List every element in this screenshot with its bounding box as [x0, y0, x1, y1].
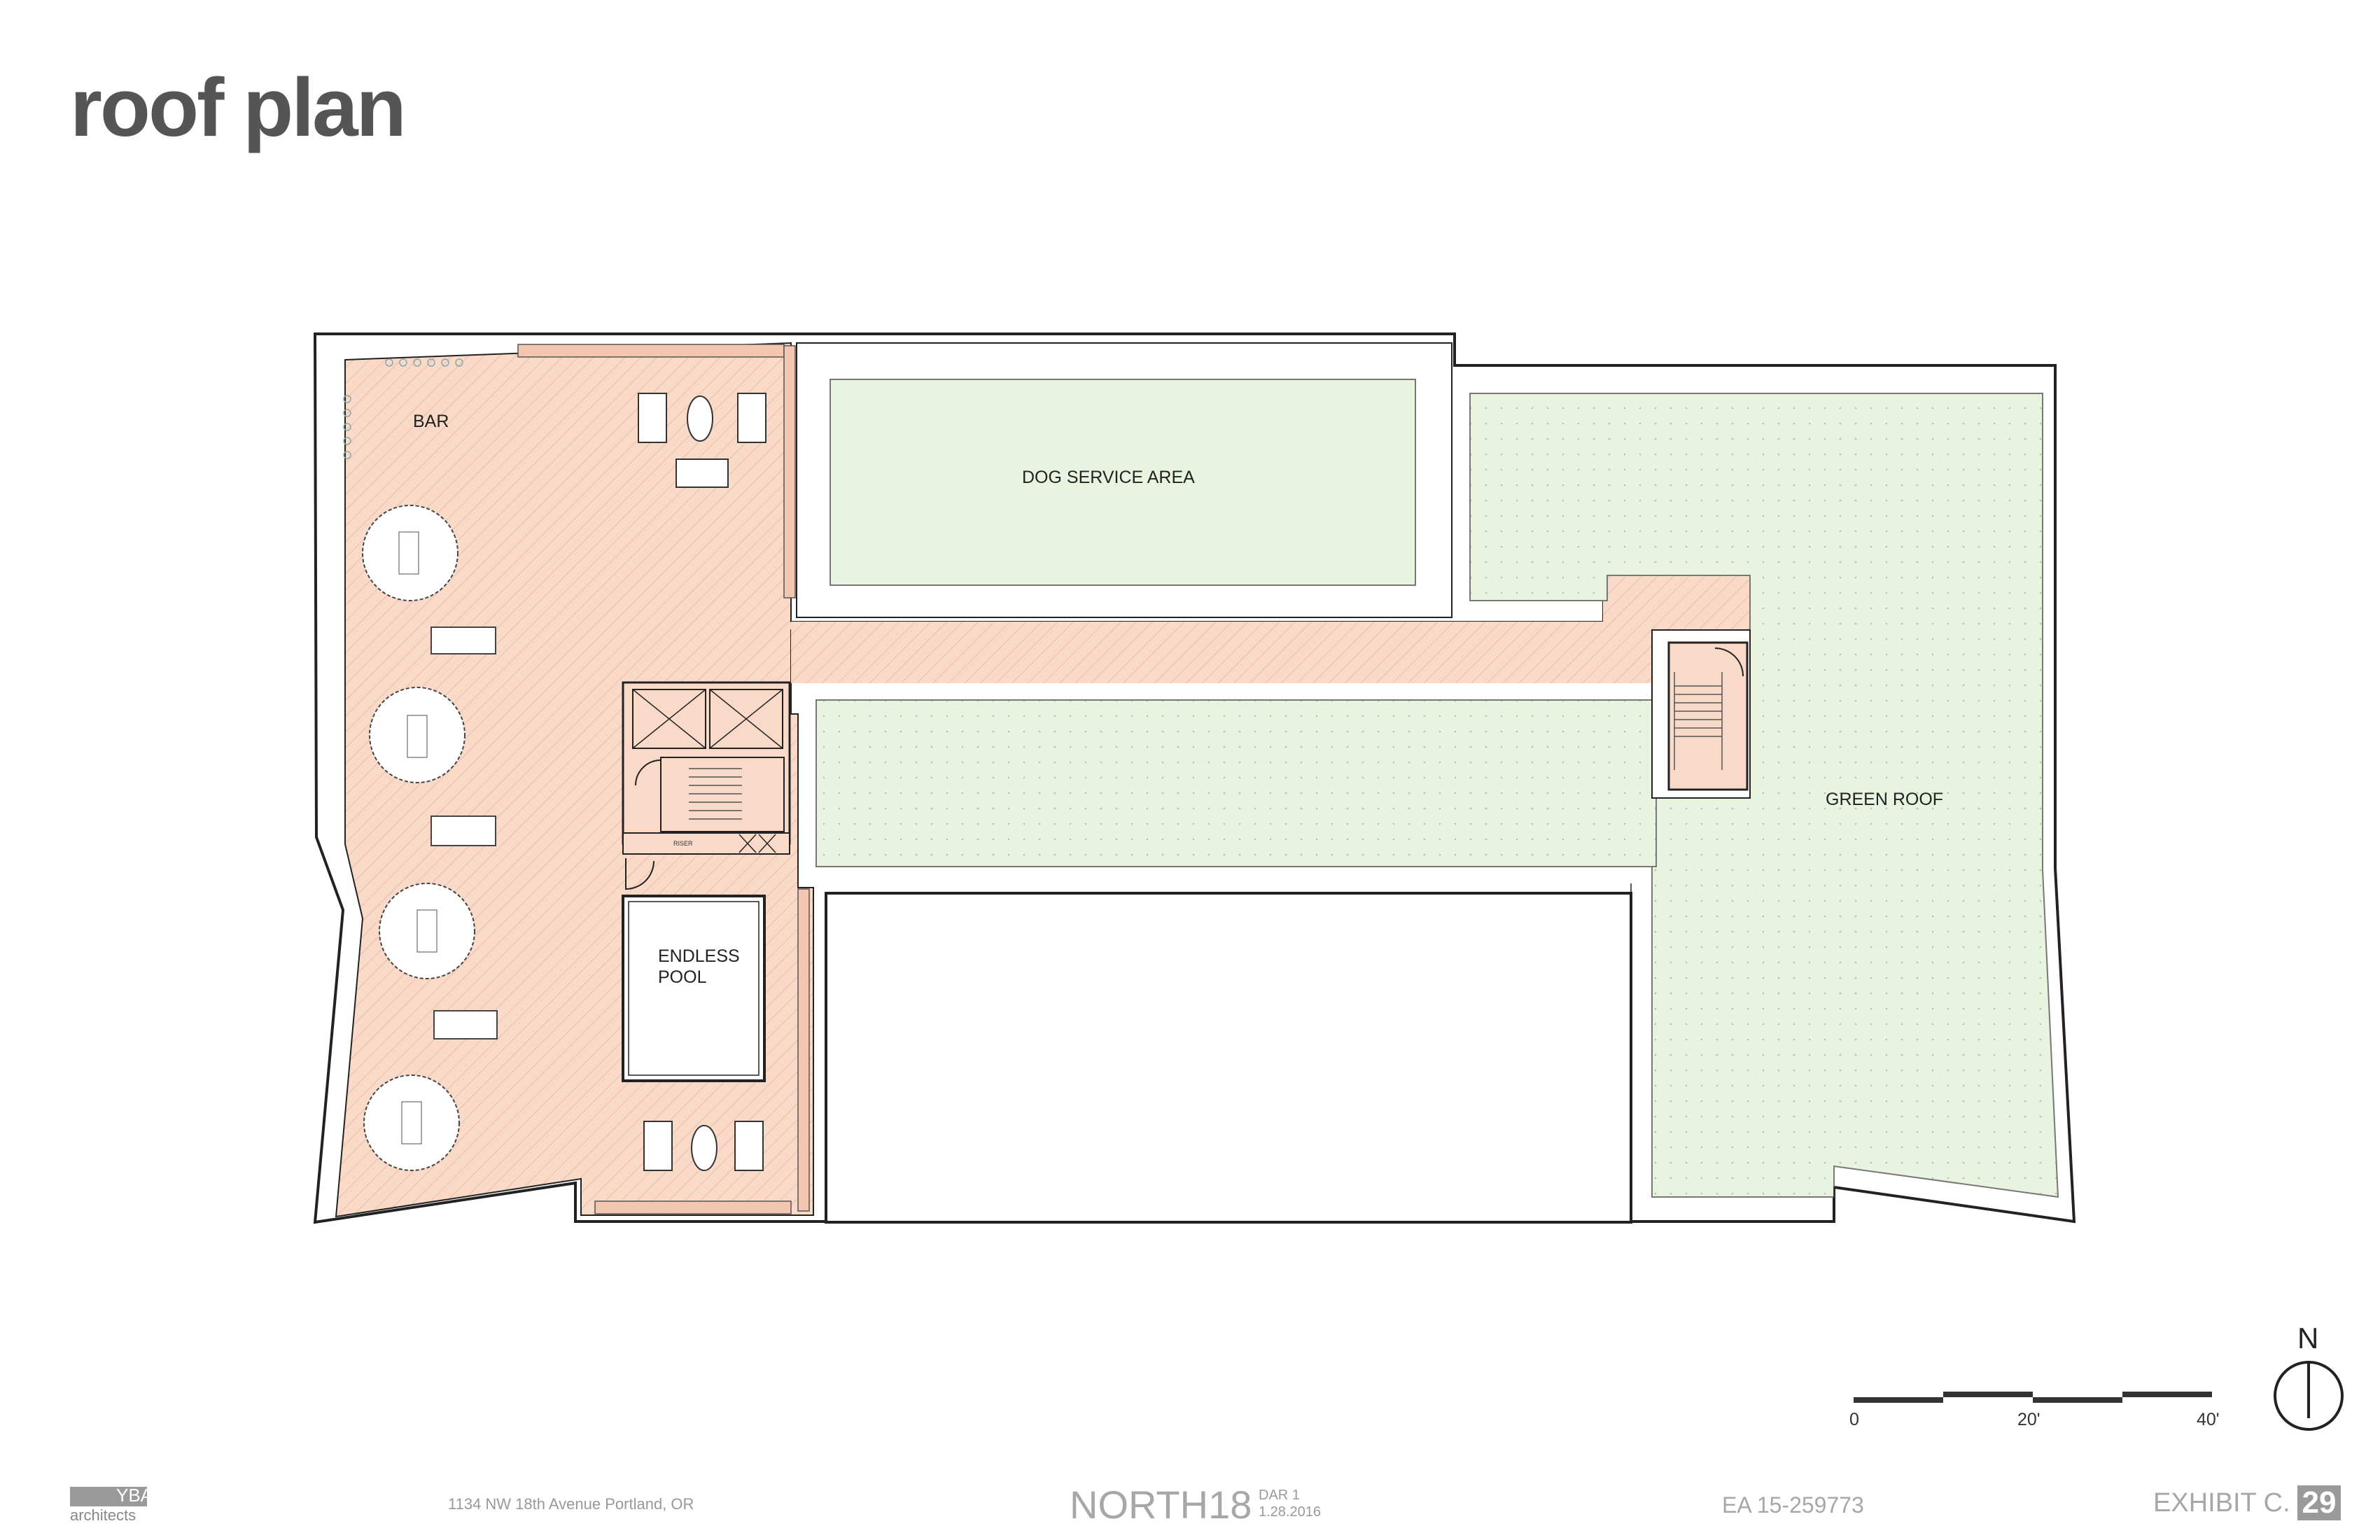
dog-service-area-label: DOG SERVICE AREA — [1022, 468, 1195, 487]
logo-subtext: architects — [70, 1506, 136, 1524]
green-roof-strip — [816, 699, 1657, 867]
east-stair — [1667, 641, 1749, 791]
lounge-furniture-south — [643, 1121, 764, 1171]
tree-trunk-boxes — [398, 531, 438, 1144]
exhibit-label: EXHIBIT C. — [2153, 1488, 2290, 1518]
elevator-core — [622, 681, 791, 890]
lightwell-south — [825, 892, 1632, 1224]
bar-label: BAR — [413, 412, 449, 431]
riser-label: RISER — [673, 840, 693, 847]
scale-bar — [1854, 1392, 2212, 1403]
endless-pool-label-1: ENDLESS — [658, 946, 740, 966]
dining-tables — [430, 626, 498, 1040]
project-address: 1134 NW 18th Avenue Portland, OR — [448, 1495, 694, 1513]
dog-service-area — [830, 379, 1416, 586]
project-name: NORTH18 — [1070, 1483, 1252, 1527]
scale-tick-20: 20' — [2017, 1410, 2040, 1429]
logo-text: YBA — [116, 1485, 153, 1506]
bar-counter — [343, 358, 463, 459]
page-title: roof plan — [70, 62, 407, 154]
planters — [517, 344, 810, 1214]
exhibit-number: 29 — [2297, 1485, 2341, 1520]
east-stair-treads — [1674, 672, 1723, 770]
endless-pool — [622, 895, 766, 1082]
lounge-furniture-north — [638, 393, 766, 488]
green-roof-label: GREEN ROOF — [1826, 790, 1943, 809]
east-stair-door-swing — [1714, 648, 1744, 677]
north-label: N — [2297, 1322, 2318, 1354]
endless-pool-inner — [628, 901, 760, 1076]
submission-date: 1.28.2016 — [1259, 1504, 1321, 1520]
tree-planters — [362, 505, 475, 1171]
north-arrow-icon — [2274, 1361, 2344, 1431]
scale-tick-40: 40' — [2197, 1410, 2220, 1429]
submission-label: DAR 1 — [1259, 1488, 1300, 1503]
logo-box — [70, 1487, 147, 1506]
scale-tick-0: 0 — [1849, 1410, 1859, 1429]
green-roof-inner-edge — [1455, 365, 2075, 1222]
deck-corridor — [791, 574, 1751, 683]
endless-pool-label-2: POOL — [658, 967, 707, 987]
case-number: EA 15-259773 — [1722, 1492, 1864, 1518]
